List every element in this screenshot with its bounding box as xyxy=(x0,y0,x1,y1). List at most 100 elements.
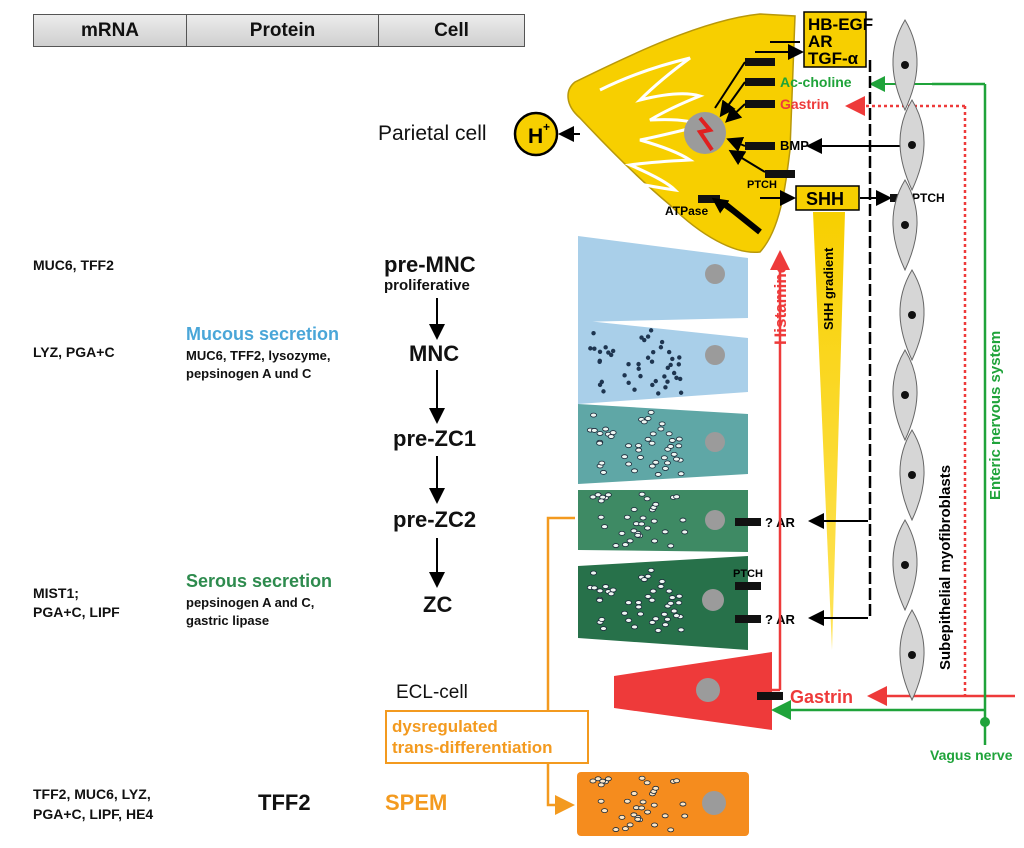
granule xyxy=(635,600,642,605)
granule xyxy=(609,430,617,436)
granule xyxy=(596,431,604,436)
granule xyxy=(612,827,620,832)
header-mrna: mRNA xyxy=(34,15,187,46)
cell-pre-zc2: pre-ZC2 xyxy=(393,507,477,532)
granule xyxy=(638,775,646,781)
gastrin-top-label: Gastrin xyxy=(780,96,829,112)
granule xyxy=(668,595,676,600)
granule xyxy=(630,791,638,796)
enteric-label: Enteric nervous system xyxy=(987,331,1004,500)
granule xyxy=(667,543,675,549)
serous-secretion-proteins: pepsinogen A and C, gastric lipase xyxy=(186,594,314,630)
granule xyxy=(644,436,652,442)
granule xyxy=(673,613,680,619)
mucous-protein-line1: MUC6, TFF2, lysozyme, xyxy=(186,348,331,363)
granule xyxy=(665,431,673,437)
mrna-pre-mnc: MUC6, TFF2 xyxy=(33,257,114,273)
granule xyxy=(635,604,643,610)
granule xyxy=(661,813,669,819)
myofibroblast-nucleus xyxy=(901,221,909,229)
ptch-zc-label: PTCH xyxy=(733,568,763,580)
serous-secretion-title: Serous secretion xyxy=(186,571,333,591)
zc-cell-shape xyxy=(578,556,748,650)
granule xyxy=(648,463,656,469)
granule xyxy=(677,355,682,360)
mrna-spem: TFF2, MUC6, LYZ, PGA+C, LIPF, HE4 xyxy=(33,784,153,824)
mucous-protein-line2: pepsinogen A und C xyxy=(186,366,312,381)
granule xyxy=(602,426,610,432)
granule xyxy=(667,827,675,833)
granule xyxy=(597,349,603,355)
myofibroblast-nucleus xyxy=(901,61,909,69)
granule xyxy=(652,501,660,507)
spem-cell-shape xyxy=(577,772,749,836)
column-header: mRNA Protein Cell xyxy=(33,14,525,47)
granule xyxy=(636,361,641,367)
granule xyxy=(670,451,678,457)
granule xyxy=(657,584,665,589)
granule xyxy=(643,780,651,786)
granule xyxy=(662,466,669,471)
parietal-cell-label: Parietal cell xyxy=(378,122,487,145)
ac-choline-label: Ac-choline xyxy=(780,74,852,90)
cell-pre-zc1: pre-ZC1 xyxy=(393,426,477,451)
h-plus-icon: H + xyxy=(513,111,580,157)
mnc-cell-shape xyxy=(578,320,748,404)
granule xyxy=(636,366,641,371)
granule xyxy=(618,814,626,820)
granule xyxy=(651,349,656,355)
h-plus-label: H xyxy=(528,125,543,148)
granule xyxy=(673,494,681,500)
granule xyxy=(610,348,616,354)
granule xyxy=(670,608,678,614)
granule xyxy=(652,785,660,791)
granule xyxy=(658,345,664,350)
ecl-cell-label: ECL-cell xyxy=(396,682,468,703)
vagus-label: Vagus nerve xyxy=(930,747,1013,763)
granule xyxy=(609,587,617,593)
granule xyxy=(675,436,683,442)
granule xyxy=(638,491,646,497)
ar-label: AR xyxy=(808,32,833,51)
pre-zc1-cell-shape xyxy=(578,404,748,484)
granule xyxy=(600,470,607,475)
granule xyxy=(675,443,683,449)
granule xyxy=(639,515,647,521)
granule xyxy=(634,532,642,538)
granule xyxy=(596,597,604,603)
granule xyxy=(664,616,671,622)
epithelial-cells xyxy=(577,236,772,836)
shh-box: SHH PTCH xyxy=(760,185,945,211)
granule xyxy=(650,518,658,524)
granule xyxy=(653,378,658,384)
granule xyxy=(590,570,597,576)
granule xyxy=(664,460,671,466)
mrna-zc: MIST1; PGA+C, LIPF xyxy=(33,584,120,622)
granule xyxy=(644,416,652,421)
granule xyxy=(596,588,604,594)
granule xyxy=(649,431,657,437)
granule xyxy=(630,528,638,534)
granule xyxy=(597,359,602,364)
granule xyxy=(656,391,661,396)
granule xyxy=(626,380,631,386)
granule xyxy=(635,447,643,453)
tgf-alpha-label: TGF-α xyxy=(808,49,859,68)
granule xyxy=(592,346,597,351)
granule xyxy=(597,782,605,788)
granule xyxy=(638,805,646,811)
granule xyxy=(671,370,677,376)
granule xyxy=(673,456,680,462)
granule xyxy=(625,443,632,449)
granule xyxy=(637,611,644,617)
granule xyxy=(667,444,675,449)
mrna-mnc: LYZ, PGA+C xyxy=(33,344,115,360)
mucous-secretion-proteins: MUC6, TFF2, lysozyme, pepsinogen A und C xyxy=(186,347,330,383)
granule xyxy=(590,428,598,433)
trans-diff-lines: dysregulated trans-differentiation xyxy=(385,516,589,815)
granule xyxy=(591,330,596,336)
histamine-label: Histamine xyxy=(771,264,790,345)
granule xyxy=(599,379,605,385)
myofibroblast-nucleus xyxy=(901,391,909,399)
